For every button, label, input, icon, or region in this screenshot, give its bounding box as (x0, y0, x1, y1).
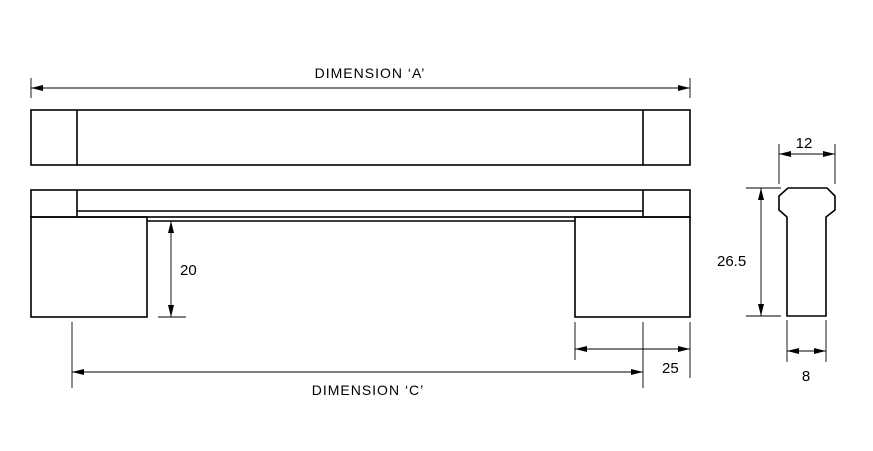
front-view-bar (30, 189, 691, 218)
top-view-bar (30, 109, 691, 166)
front-view-right-leg (574, 216, 691, 318)
dimension-12-label: 12 (796, 135, 813, 152)
front-view-left-leg (30, 216, 148, 318)
dimension-c: DIMENSION ‘C’ (71, 322, 644, 398)
dimension-height-leg: 20 (158, 220, 197, 318)
profile-shape (778, 187, 836, 317)
dimension-8-label: 8 (802, 368, 810, 385)
top-view (30, 109, 691, 166)
dimension-c-label: DIMENSION ‘C’ (312, 382, 425, 398)
dimension-a-label: DIMENSION ‘A’ (315, 65, 426, 81)
dimension-25-label: 25 (662, 360, 679, 377)
dimension-profile-bottom: 8 (786, 320, 827, 385)
dimension-profile-height: 26.5 (717, 187, 781, 317)
dimension-foot-width: 25 (574, 322, 691, 378)
dimension-26-5-label: 26.5 (717, 253, 746, 270)
dimension-a: DIMENSION ‘A’ (30, 65, 691, 98)
dimension-profile-top: 12 (778, 135, 836, 184)
side-profile (778, 187, 836, 317)
front-view (30, 189, 691, 318)
dimension-20-label: 20 (180, 262, 197, 279)
